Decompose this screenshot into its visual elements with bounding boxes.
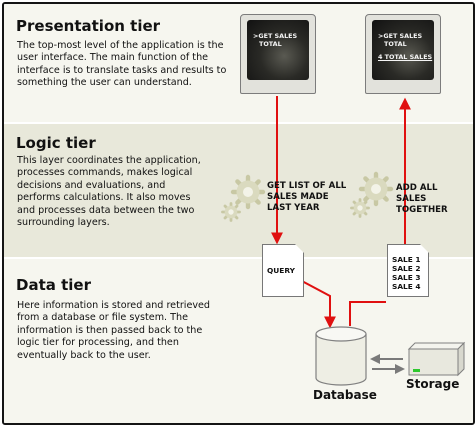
- data-tier-title: Data tier: [16, 276, 91, 294]
- screen-command: TOTAL: [259, 40, 282, 48]
- gear-icon: [350, 198, 370, 218]
- logic-tier-title: Logic tier: [16, 134, 96, 152]
- tier-divider: [4, 122, 473, 124]
- screen-result: 4 TOTAL SALES: [378, 53, 433, 61]
- logic-step-add-sales: ADD ALL SALES TOGETHER: [396, 183, 448, 215]
- result-item: SALE 2: [392, 264, 421, 273]
- storage-status-light: [413, 369, 420, 372]
- screen-command: >GET SALES: [253, 32, 298, 40]
- gear-icon: [221, 202, 241, 222]
- logic-step-get-sales: GET LIST OF ALL SALES MADE LAST YEAR: [267, 181, 347, 213]
- tier-divider: [4, 257, 473, 259]
- storage-label: Storage: [406, 377, 460, 391]
- presentation-tier-description: The top-most level of the application is…: [17, 40, 227, 89]
- gear-icon: [230, 174, 266, 210]
- database-icon: [315, 326, 367, 386]
- gear-icon: [358, 171, 394, 207]
- query-document-icon: QUERY: [262, 244, 304, 297]
- presentation-tier-title: Presentation tier: [16, 17, 161, 35]
- result-connector: [349, 301, 386, 326]
- result-item: SALE 1: [392, 255, 421, 264]
- monitor-screen: >GET SALES TOTAL 4 TOTAL SALES: [372, 20, 434, 80]
- result-item: SALE 3: [392, 273, 421, 282]
- screen-command: TOTAL: [384, 40, 407, 48]
- monitor-screen: >GET SALES TOTAL: [247, 20, 309, 80]
- logic-tier-description: This layer coordinates the application, …: [17, 155, 201, 229]
- result-item: SALE 4: [392, 282, 421, 291]
- storage-icon: [407, 341, 466, 377]
- flow-arrows: [271, 96, 466, 386]
- data-tier-description: Here information is stored and retrieved…: [17, 300, 211, 361]
- results-document-icon: SALE 1 SALE 2 SALE 3 SALE 4: [387, 244, 429, 297]
- database-label: Database: [313, 388, 377, 402]
- screen-command: >GET SALES: [378, 32, 423, 40]
- query-document-label: QUERY: [267, 266, 295, 275]
